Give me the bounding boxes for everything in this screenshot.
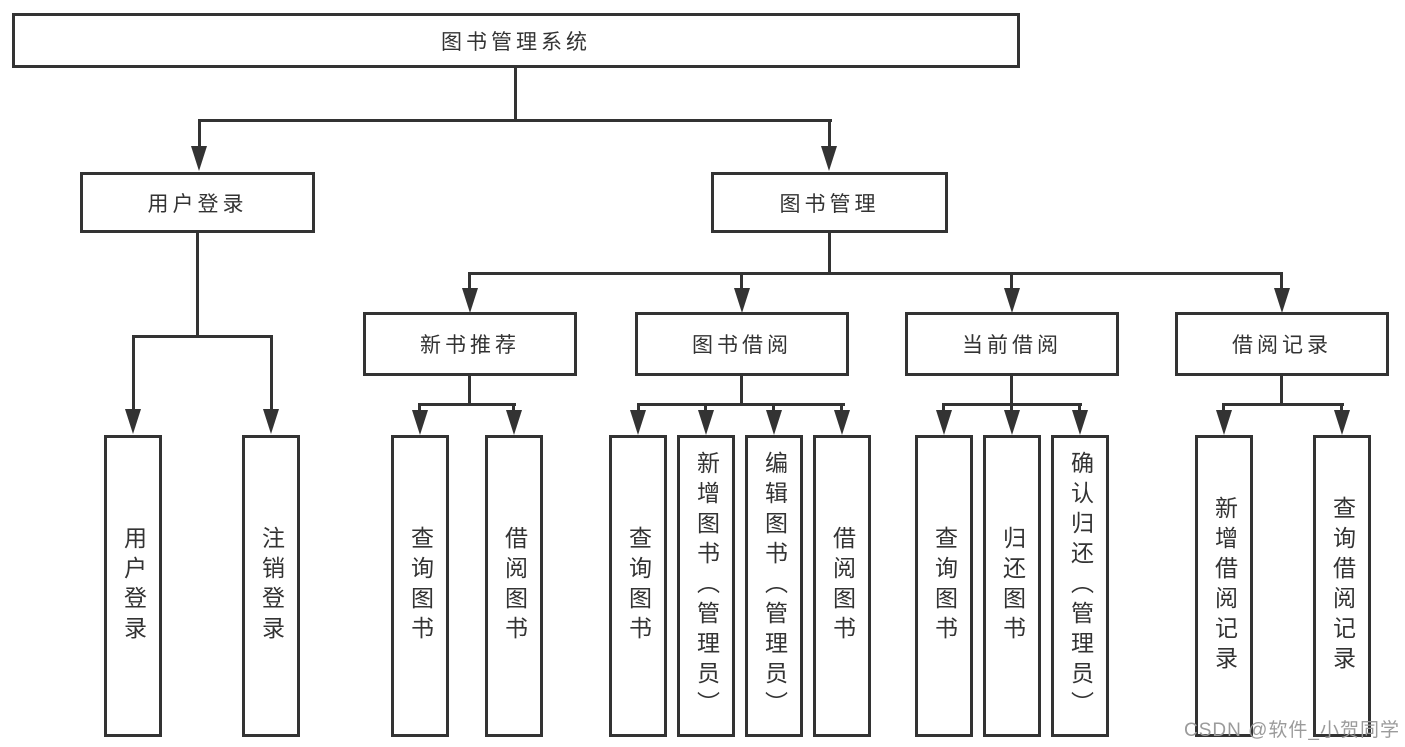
- leaf-label: 编辑图书（管理员）: [761, 451, 788, 721]
- arrow-down-icon: [263, 409, 279, 434]
- leaf-confirm-return-admin: 确认归还（管理员）: [1051, 435, 1109, 737]
- connector-line: [772, 403, 775, 413]
- connector-line: [942, 403, 945, 413]
- leaf-logout: 注销登录: [242, 435, 300, 737]
- leaf-query-books: 查询图书: [915, 435, 973, 737]
- connector-line: [198, 119, 201, 149]
- node-root: 图书管理系统: [12, 13, 1020, 68]
- connector-line: [1010, 403, 1013, 413]
- leaf-borrow-books: 借阅图书: [813, 435, 871, 737]
- arrow-down-icon: [630, 410, 646, 435]
- connector-line: [637, 403, 845, 406]
- leaf-label: 注销登录: [258, 526, 285, 646]
- connector-line: [1280, 272, 1283, 291]
- arrow-down-icon: [936, 410, 952, 435]
- connector-line: [1340, 403, 1343, 413]
- node-label: 借阅记录: [1232, 334, 1332, 357]
- connector-line: [740, 272, 743, 291]
- arrow-down-icon: [1216, 410, 1232, 435]
- leaf-borrow-books: 借阅图书: [485, 435, 543, 737]
- leaf-label: 查询图书: [407, 526, 434, 646]
- connector-line: [132, 335, 273, 338]
- arrow-down-icon: [821, 146, 837, 171]
- connector-line: [198, 119, 832, 122]
- connector-line: [740, 376, 743, 406]
- connector-line: [468, 272, 1282, 275]
- connector-line: [132, 335, 135, 413]
- node-label: 当前借阅: [962, 334, 1062, 357]
- leaf-return-books: 归还图书: [983, 435, 1041, 737]
- arrow-down-icon: [506, 410, 522, 435]
- node-new-book-recommend: 新书推荐: [363, 312, 577, 376]
- connector-line: [828, 233, 831, 275]
- leaf-label: 查询借阅记录: [1329, 496, 1356, 676]
- arrow-down-icon: [191, 146, 207, 171]
- csdn-watermark: CSDN @软件_小贺同学: [1184, 720, 1400, 741]
- leaf-label: 查询图书: [931, 526, 958, 646]
- leaf-label: 新增借阅记录: [1211, 496, 1238, 676]
- node-current-borrowing: 当前借阅: [905, 312, 1119, 376]
- connector-line: [418, 403, 421, 413]
- arrow-down-icon: [734, 288, 750, 313]
- leaf-add-borrow-record: 新增借阅记录: [1195, 435, 1253, 737]
- arrow-down-icon: [1334, 410, 1350, 435]
- node-borrow-records: 借阅记录: [1175, 312, 1389, 376]
- connector-line: [514, 68, 517, 122]
- leaf-label: 归还图书: [999, 526, 1026, 646]
- node-book-borrowing: 图书借阅: [635, 312, 849, 376]
- arrow-down-icon: [698, 410, 714, 435]
- connector-line: [468, 272, 471, 291]
- arrow-down-icon: [1004, 288, 1020, 313]
- leaf-label: 用户登录: [120, 526, 147, 646]
- leaf-query-books: 查询图书: [609, 435, 667, 737]
- connector-line: [828, 119, 831, 149]
- arrow-down-icon: [834, 410, 850, 435]
- connector-line: [1010, 376, 1013, 406]
- connector-line: [1010, 272, 1013, 291]
- node-label: 新书推荐: [420, 334, 520, 357]
- connector-line: [637, 403, 640, 413]
- arrow-down-icon: [412, 410, 428, 435]
- connector-line: [1222, 403, 1344, 406]
- leaf-query-books: 查询图书: [391, 435, 449, 737]
- connector-line: [270, 335, 273, 413]
- connector-line: [1222, 403, 1225, 413]
- node-book-management: 图书管理: [711, 172, 948, 233]
- leaf-label: 确认归还（管理员）: [1067, 451, 1094, 721]
- node-label: 用户登录: [147, 192, 248, 216]
- connector-line: [1280, 376, 1283, 406]
- node-label: 图书借阅: [692, 334, 792, 357]
- connector-line: [196, 233, 199, 338]
- leaf-user-login: 用户登录: [104, 435, 162, 737]
- leaf-query-borrow-record: 查询借阅记录: [1313, 435, 1371, 737]
- arrow-down-icon: [125, 409, 141, 434]
- node-root-label: 图书管理系统: [441, 30, 591, 54]
- connector-line: [512, 403, 515, 413]
- arrow-down-icon: [1072, 410, 1088, 435]
- arrow-down-icon: [1004, 410, 1020, 435]
- leaf-add-books-admin: 新增图书（管理员）: [677, 435, 735, 737]
- connector-line: [704, 403, 707, 413]
- connector-line: [468, 376, 471, 406]
- node-user-login: 用户登录: [80, 172, 315, 233]
- leaf-label: 借阅图书: [501, 526, 528, 646]
- connector-line: [418, 403, 516, 406]
- arrow-down-icon: [462, 288, 478, 313]
- node-label: 图书管理: [779, 192, 880, 216]
- arrow-down-icon: [766, 410, 782, 435]
- connector-line: [840, 403, 843, 413]
- leaf-label: 新增图书（管理员）: [693, 451, 720, 721]
- leaf-label: 查询图书: [625, 526, 652, 646]
- connector-line: [1078, 403, 1081, 413]
- leaf-label: 借阅图书: [829, 526, 856, 646]
- arrow-down-icon: [1274, 288, 1290, 313]
- leaf-edit-books-admin: 编辑图书（管理员）: [745, 435, 803, 737]
